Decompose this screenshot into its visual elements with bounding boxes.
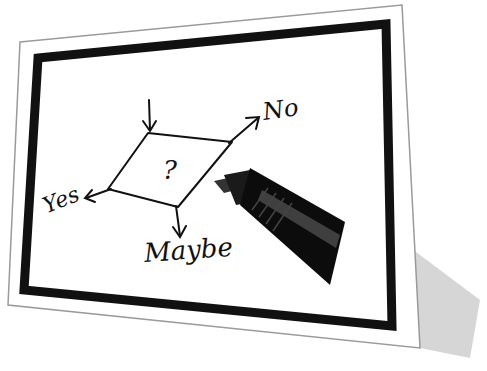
branch-label: No [261, 95, 299, 124]
flow-arrows [85, 100, 259, 237]
arrow-head [143, 121, 156, 131]
pen [214, 168, 345, 285]
arrow-head [246, 117, 259, 129]
decision-diamond: ? [104, 130, 236, 210]
arrow-head [173, 226, 186, 237]
no-arrow [229, 118, 258, 143]
card-frame [24, 24, 392, 326]
card-border [8, 5, 420, 348]
arrow-head [85, 190, 95, 202]
node-text: ? [163, 157, 177, 183]
in-arrow [149, 100, 150, 130]
branch-label: Maybe [143, 234, 233, 266]
